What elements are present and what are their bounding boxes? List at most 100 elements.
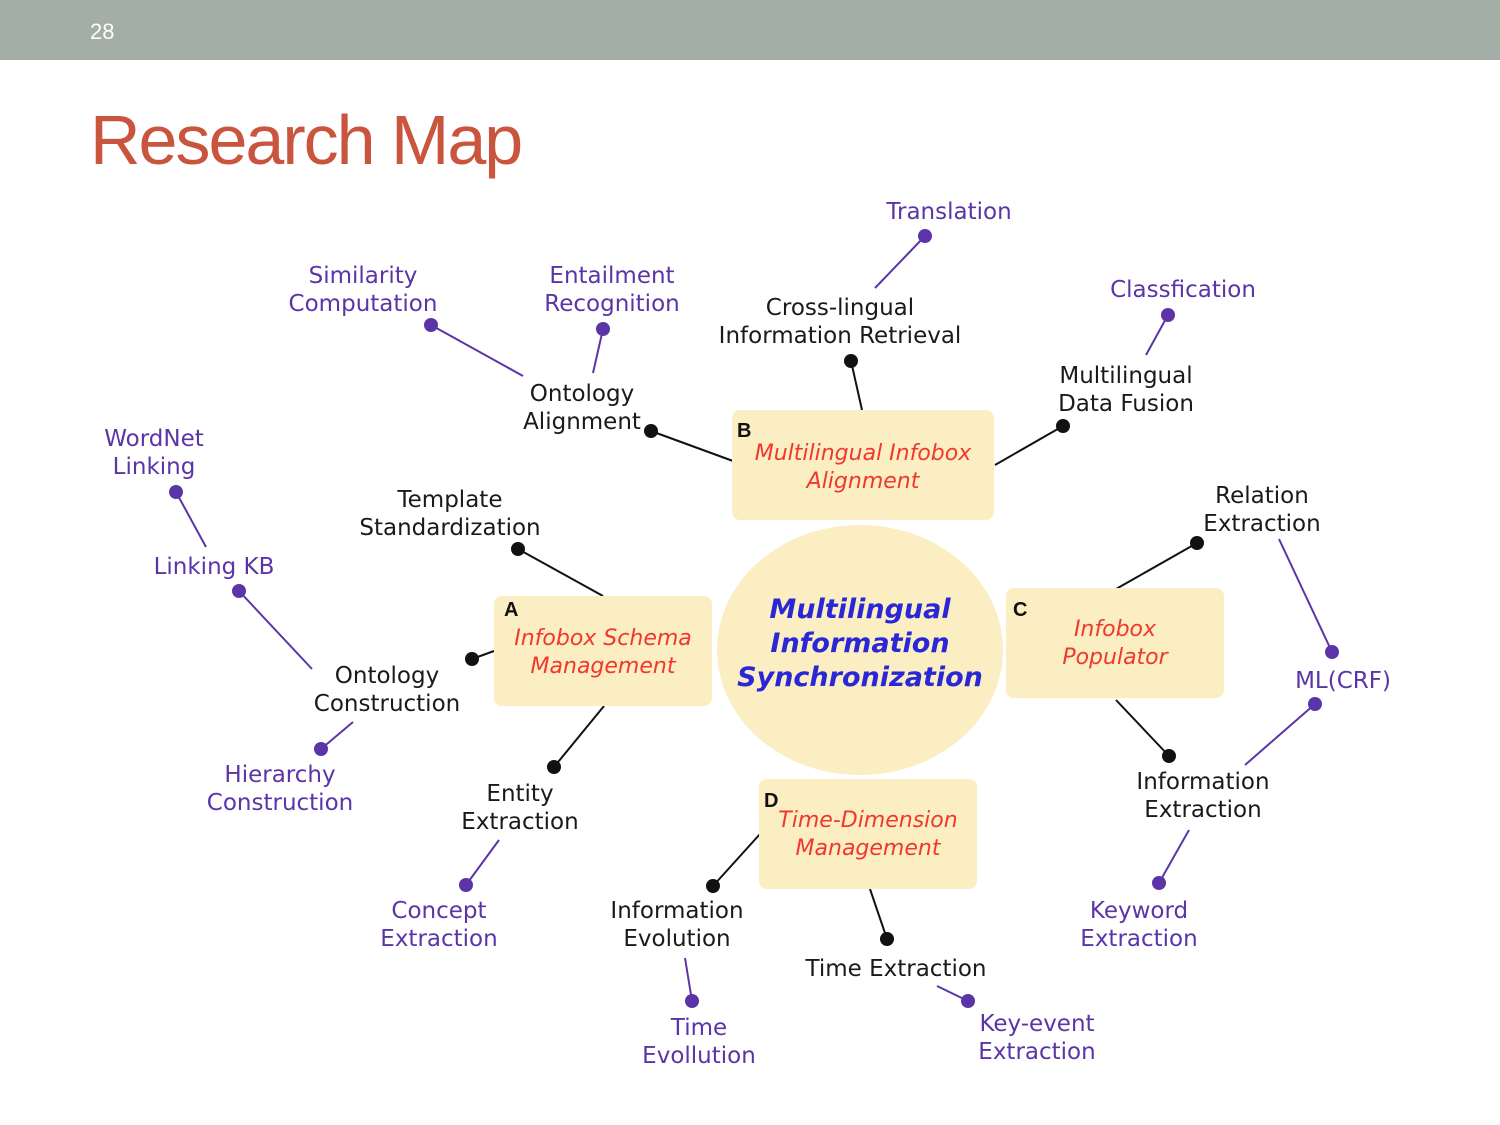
node-ontology-construction: Ontology Construction	[314, 662, 460, 718]
node-fusion-line2: Data Fusion	[1058, 391, 1194, 417]
box-d-letter: D	[764, 790, 779, 812]
box-c-line1: Infobox	[1073, 617, 1157, 642]
node-mlcrf-line1: ML(CRF)	[1295, 668, 1391, 694]
node-linking-kb-line1: Linking KB	[153, 554, 275, 580]
node-classification: Classfication	[1110, 276, 1256, 304]
black-connectors	[471, 360, 1198, 940]
node-ontology-alignment: Ontology Alignment	[523, 380, 641, 436]
top-bar: 28	[0, 0, 1500, 60]
box-d-line2: Management	[795, 836, 941, 861]
connector-b-crosslingual	[850, 360, 863, 411]
connector-d-time-extraction	[869, 888, 888, 940]
node-info-extraction-line2: Extraction	[1144, 797, 1262, 823]
black-dots	[465, 354, 1204, 946]
node-ontology-construction-line2: Construction	[313, 691, 461, 717]
connector-a-template	[517, 548, 604, 597]
box-b-line1: Multilingual Infobox	[754, 441, 972, 466]
connector-c-info-extraction	[1115, 699, 1170, 757]
node-entailment-recognition: Entailment Recognition	[544, 262, 679, 318]
node-entity-extraction: Entity Extraction	[461, 780, 578, 836]
box-a-line2: Management	[530, 654, 676, 679]
node-wordnet-linking: WordNet Linking	[104, 425, 204, 481]
node-concept-extraction: Concept Extraction	[380, 897, 497, 953]
node-similarity-line1: Similarity	[308, 263, 418, 289]
node-ml-crf: ML(CRF)	[1295, 667, 1391, 695]
center-line2: Information	[770, 628, 950, 659]
node-concept-line2: Extraction	[380, 926, 498, 952]
center-label: Multilingual Information Synchronization	[737, 593, 983, 695]
node-similarity-computation: Similarity Computation	[289, 262, 438, 318]
node-info-evolution-line1: Information	[610, 898, 744, 924]
node-time-extraction-line1: Time Extraction	[805, 956, 987, 982]
node-crosslingual-retrieval: Cross-lingual Information Retrieval	[719, 294, 962, 350]
node-entailment-line1: Entailment	[549, 263, 675, 289]
box-d	[759, 779, 977, 889]
node-template-line2: Standardization	[359, 515, 541, 541]
node-ontology-alignment-line1: Ontology	[529, 381, 635, 407]
center-line3: Synchronization	[737, 662, 983, 693]
node-keyevent-line1: Key-event	[979, 1011, 1095, 1037]
connector-b-ontology-alignment	[650, 430, 734, 462]
node-relation-extraction: Relation Extraction	[1203, 482, 1320, 538]
node-wordnet-line2: Linking	[112, 454, 196, 480]
box-a-letter: A	[504, 599, 519, 621]
node-keyevent-line2: Extraction	[978, 1039, 1096, 1065]
node-information-extraction: Information Extraction	[1136, 768, 1269, 824]
box-b-letter: B	[737, 420, 752, 442]
box-c	[1006, 588, 1224, 698]
box-d-line1: Time-Dimension	[778, 808, 958, 833]
node-crosslingual-line2: Information Retrieval	[718, 323, 962, 349]
connector-a-entity	[553, 705, 605, 768]
node-info-extraction-line1: Information	[1136, 769, 1270, 795]
node-hierarchy-construction: Hierarchy Construction	[207, 761, 353, 817]
box-d-label: Time-Dimension Management	[778, 807, 957, 863]
node-keyword-extraction: Keyword Extraction	[1080, 897, 1197, 953]
box-c-label: Infobox Populator	[1062, 616, 1167, 672]
node-ontology-construction-line1: Ontology	[334, 663, 440, 689]
connector-d-evolution	[712, 833, 761, 887]
node-template-standardization: Template Standardization	[359, 486, 540, 542]
node-relation-line2: Extraction	[1203, 511, 1321, 537]
node-entailment-line2: Recognition	[544, 291, 680, 317]
node-hierarchy-line2: Construction	[206, 790, 354, 816]
box-c-line2: Populator	[1062, 645, 1168, 670]
connector-b-fusion	[994, 425, 1064, 466]
slide-number: 28	[90, 19, 115, 44]
node-classification-line1: Classfication	[1110, 277, 1256, 303]
node-time-evollution: Time Evollution	[642, 1014, 756, 1070]
node-translation: Translation	[886, 198, 1011, 226]
node-similarity-line2: Computation	[288, 291, 438, 317]
box-b-label: Multilingual Infobox Alignment	[755, 440, 972, 496]
box-a	[494, 596, 712, 706]
node-keyword-line2: Extraction	[1080, 926, 1198, 952]
center-ellipse	[717, 525, 1003, 775]
node-concept-line1: Concept	[391, 898, 487, 924]
node-multilingual-data-fusion: Multilingual Data Fusion	[1058, 362, 1194, 418]
node-template-line1: Template	[397, 487, 503, 513]
node-crosslingual-line1: Cross-lingual	[765, 295, 915, 321]
node-time-evol-line2: Evollution	[642, 1043, 756, 1069]
purple-connectors	[175, 235, 1333, 1002]
box-b	[732, 410, 994, 520]
node-relation-line1: Relation	[1215, 483, 1309, 509]
node-entity-line2: Extraction	[461, 809, 579, 835]
node-wordnet-line1: WordNet	[104, 426, 204, 452]
box-c-letter: C	[1013, 599, 1028, 621]
connector-c-relation	[1115, 542, 1198, 590]
node-fusion-line1: Multilingual	[1059, 363, 1193, 389]
node-ontology-alignment-line2: Alignment	[523, 409, 641, 435]
node-translation-line1: Translation	[886, 199, 1012, 225]
box-a-line1: Infobox Schema	[514, 626, 692, 651]
node-time-extraction: Time Extraction	[805, 955, 986, 983]
node-keyword-line1: Keyword	[1089, 898, 1189, 924]
node-information-evolution: Information Evolution	[610, 897, 743, 953]
box-a-label: Infobox Schema Management	[514, 625, 692, 681]
node-entity-line1: Entity	[486, 781, 554, 807]
box-b-line2: Alignment	[806, 469, 920, 494]
purple-dots	[169, 229, 1339, 1008]
node-hierarchy-line1: Hierarchy	[224, 762, 336, 788]
node-key-event-extraction: Key-event Extraction	[978, 1010, 1095, 1066]
center-line1: Multilingual	[769, 594, 951, 625]
node-time-evol-line1: Time	[670, 1015, 728, 1041]
